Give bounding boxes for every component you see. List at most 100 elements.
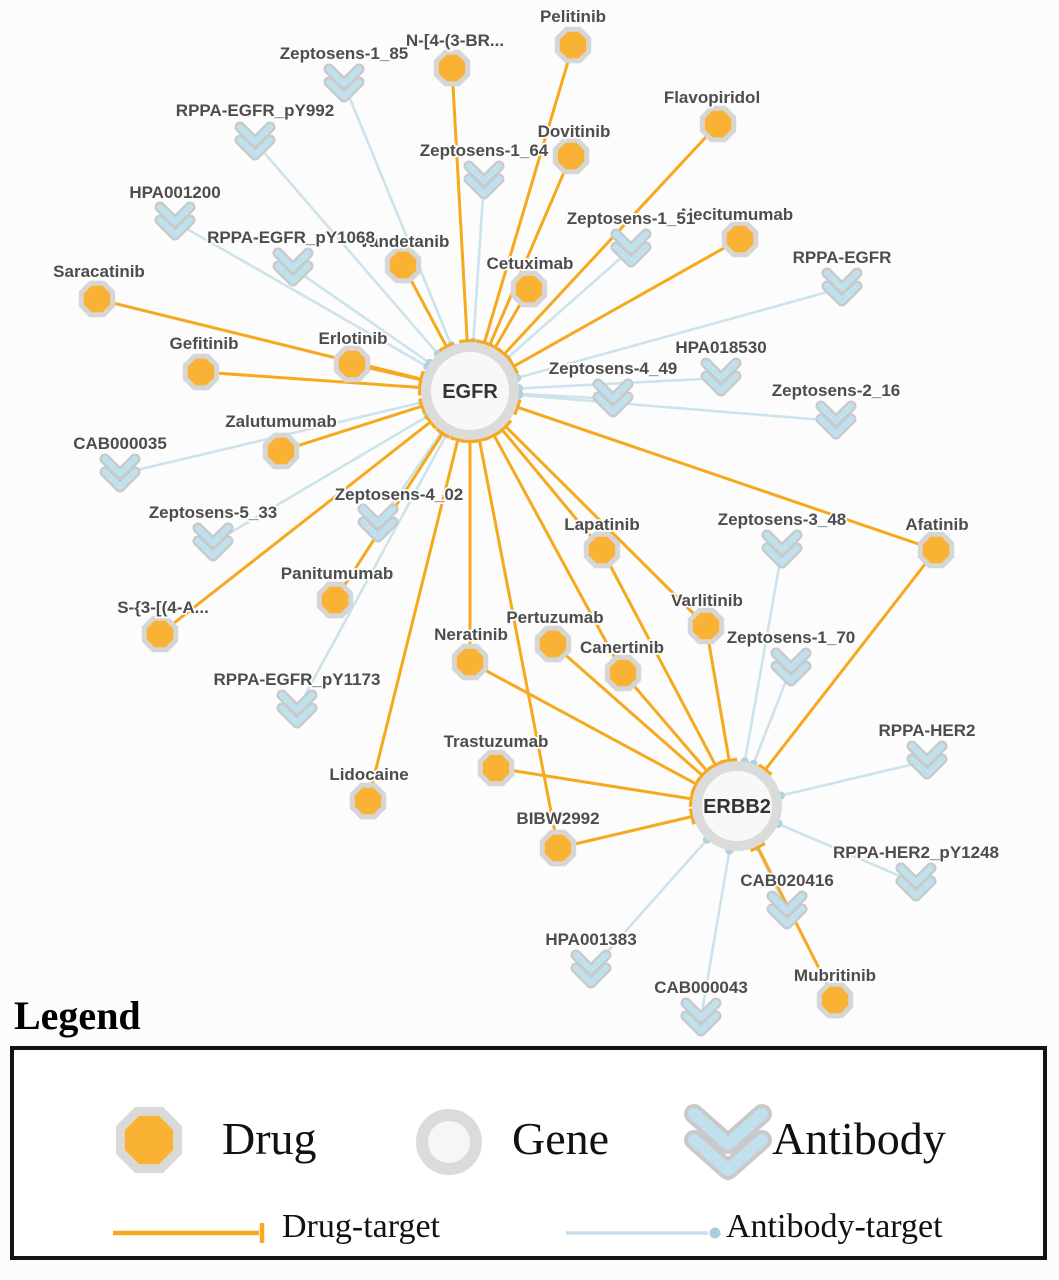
antibody-label-zeptosens-3-48: Zeptosens-3_48: [718, 510, 847, 529]
drug-node-s3-4a: [141, 615, 179, 653]
antibody-node-zeptosens-2-16: [815, 400, 857, 440]
drug-label-lidocaine: Lidocaine: [329, 765, 408, 784]
antibody-label-cab020416: CAB020416: [740, 871, 834, 890]
drug-node-n4-3br: [433, 49, 471, 87]
gene-legend-icon: [416, 1109, 482, 1175]
antibody-node-zeptosens-4-02: [357, 503, 399, 543]
drug-node-bibw2992: [539, 829, 577, 867]
drug-label-mubritinib: Mubritinib: [794, 966, 876, 985]
antibody-node-zeptosens-4-49: [592, 378, 634, 418]
edge-pertuzumab-erbb2: [552, 642, 710, 783]
antibody-node-rppa-egfr-py1173: [276, 689, 318, 729]
antibody-node-rppa-her2-py1248: [895, 862, 937, 902]
antibody-label-zeptosens-4-49: Zeptosens-4_49: [549, 359, 678, 378]
antibody-node-zeptosens-1-85: [323, 63, 365, 103]
drug-label-trastuzumab: Trastuzumab: [444, 732, 549, 751]
gene-label-erbb2: ERBB2: [703, 796, 771, 818]
antibody-node-cab000043: [680, 997, 722, 1037]
edge-n4-3br-egfr: [450, 67, 476, 344]
gene-label-egfr: EGFR: [442, 381, 498, 403]
antibody-label-hpa001383: HPA001383: [545, 930, 636, 949]
edge-varlitinib-egfr: [498, 419, 708, 628]
drug-node-saracatinib: [78, 280, 116, 318]
legend-drug-label: Drug: [222, 1113, 317, 1164]
drug-node-lidocaine: [349, 782, 387, 820]
node-layer: [78, 26, 955, 1037]
drug-node-varlitinib: [687, 607, 725, 645]
gene-node-egfr: [421, 342, 519, 440]
edge-rppa-egfr-egfr: [513, 286, 843, 383]
antibody-label-cab000043: CAB000043: [654, 978, 748, 997]
drug-label-zalutumumab: Zalutumumab: [225, 412, 336, 431]
antibody-node-zeptosens-1-51: [610, 228, 652, 268]
edge-mubritinib-erbb2: [749, 841, 837, 1001]
drug-node-neratinib: [451, 643, 489, 681]
edge-canertinib-egfr: [485, 429, 625, 674]
antibody-label-rppa-egfr-py1173: RPPA-EGFR_pY1173: [214, 670, 381, 689]
antibody-node-hpa018530: [700, 357, 742, 397]
edge-zeptosens-1-70-erbb2: [749, 667, 793, 769]
drug-label-erlotinib: Erlotinib: [319, 329, 388, 348]
drug-node-panitumumab: [316, 581, 354, 619]
antibody-label-zeptosens-5-33: Zeptosens-5_33: [149, 503, 278, 522]
antibody-node-cab020416: [766, 890, 808, 930]
drug-label-necitumumab: Necitumumab: [681, 205, 793, 224]
edge-afatinib-egfr: [513, 399, 937, 552]
drug-label-cetuximab: Cetuximab: [487, 254, 574, 273]
edge-lapatinib-egfr: [494, 423, 604, 551]
edge-zeptosens-2-16-egfr: [514, 390, 837, 423]
legend-box: Drug Gene Antibody Drug-target Antibody-…: [10, 1046, 1047, 1260]
legend-antibody-target-label: Antibody-target: [726, 1208, 943, 1245]
antibody-node-zeptosens-5-33: [192, 522, 234, 562]
edge-bibw2992-egfr: [471, 436, 560, 849]
edge-cab000043-erbb2: [699, 846, 734, 1019]
drug-node-necitumumab: [721, 220, 759, 258]
drug-node-afatinib: [917, 531, 955, 569]
edge-hpa001383-erbb2: [590, 835, 712, 971]
edge-zeptosens-3-48-erbb2: [740, 549, 784, 766]
edge-dovitinib-egfr: [481, 155, 573, 350]
edge-lidocaine-egfr: [366, 435, 467, 802]
antibody-label-rppa-egfr-py1068: RPPA-EGFR_pY1068: [207, 228, 375, 247]
drug-label-pelitinib: Pelitinib: [540, 7, 606, 26]
antibody-node-hpa001383: [570, 949, 612, 989]
drug-node-gefitinib: [182, 353, 220, 391]
antibody-label-rppa-her2-py1248: RPPA-HER2_pY1248: [833, 843, 999, 862]
antibody-node-cab000035: [99, 453, 141, 493]
drug-label-flavopiridol: Flavopiridol: [664, 88, 760, 107]
antibody-label-hpa001200: HPA001200: [129, 183, 220, 202]
legend-gene-label: Gene: [512, 1113, 610, 1164]
antibody-node-zeptosens-3-48: [761, 529, 803, 569]
drug-label-saracatinib: Saracatinib: [53, 262, 145, 281]
antibody-label-zeptosens-1-70: Zeptosens-1_70: [727, 628, 856, 647]
antibody-label-hpa018530: HPA018530: [675, 338, 766, 357]
edge-rppa-her2-py1248-erbb2: [774, 819, 917, 885]
edge-hpa001200-egfr: [174, 220, 432, 371]
antibody-node-rppa-her2: [906, 740, 948, 780]
edge-afatinib-erbb2: [757, 549, 938, 776]
edge-rppa-egfr-py992-egfr: [254, 141, 443, 359]
drug-label-s3-4a: S-{3-[(4-A...: [117, 598, 209, 617]
antibody-node-hpa001200: [154, 201, 196, 241]
antibody-label-zeptosens-1-85: Zeptosens-1_85: [280, 44, 409, 63]
legend-antibody-label: Antibody: [772, 1113, 946, 1164]
drug-label-panitumumab: Panitumumab: [281, 564, 393, 583]
drug-label-dovitinib: Dovitinib: [538, 122, 611, 141]
drug-label-varlitinib: Varlitinib: [671, 591, 743, 610]
legend-drug-target-label: Drug-target: [282, 1208, 440, 1245]
edge-zeptosens-1-64-egfr: [469, 180, 486, 347]
label-layer: EGFRERBB2PelitinibN-[4-(3-BR...Dovitinib…: [51, 5, 1000, 999]
legend-heading: Legend: [14, 993, 141, 1038]
antibody-legend-icon: [684, 1104, 772, 1180]
antibody-node-rppa-egfr-py992: [234, 121, 276, 161]
edge-rppa-egfr-py1173-egfr: [295, 429, 451, 711]
edge-zeptosens-1-51-egfr: [502, 248, 632, 363]
drug-node-cetuximab: [510, 270, 548, 308]
drug-node-pelitinib: [554, 26, 592, 64]
drug-node-canertinib: [604, 654, 642, 692]
drug-node-erlotinib: [333, 345, 371, 383]
edge-layer: [96, 44, 938, 1019]
antibody-target-line-icon: [566, 1227, 721, 1239]
antibody-label-zeptosens-1-64: Zeptosens-1_64: [420, 141, 549, 160]
